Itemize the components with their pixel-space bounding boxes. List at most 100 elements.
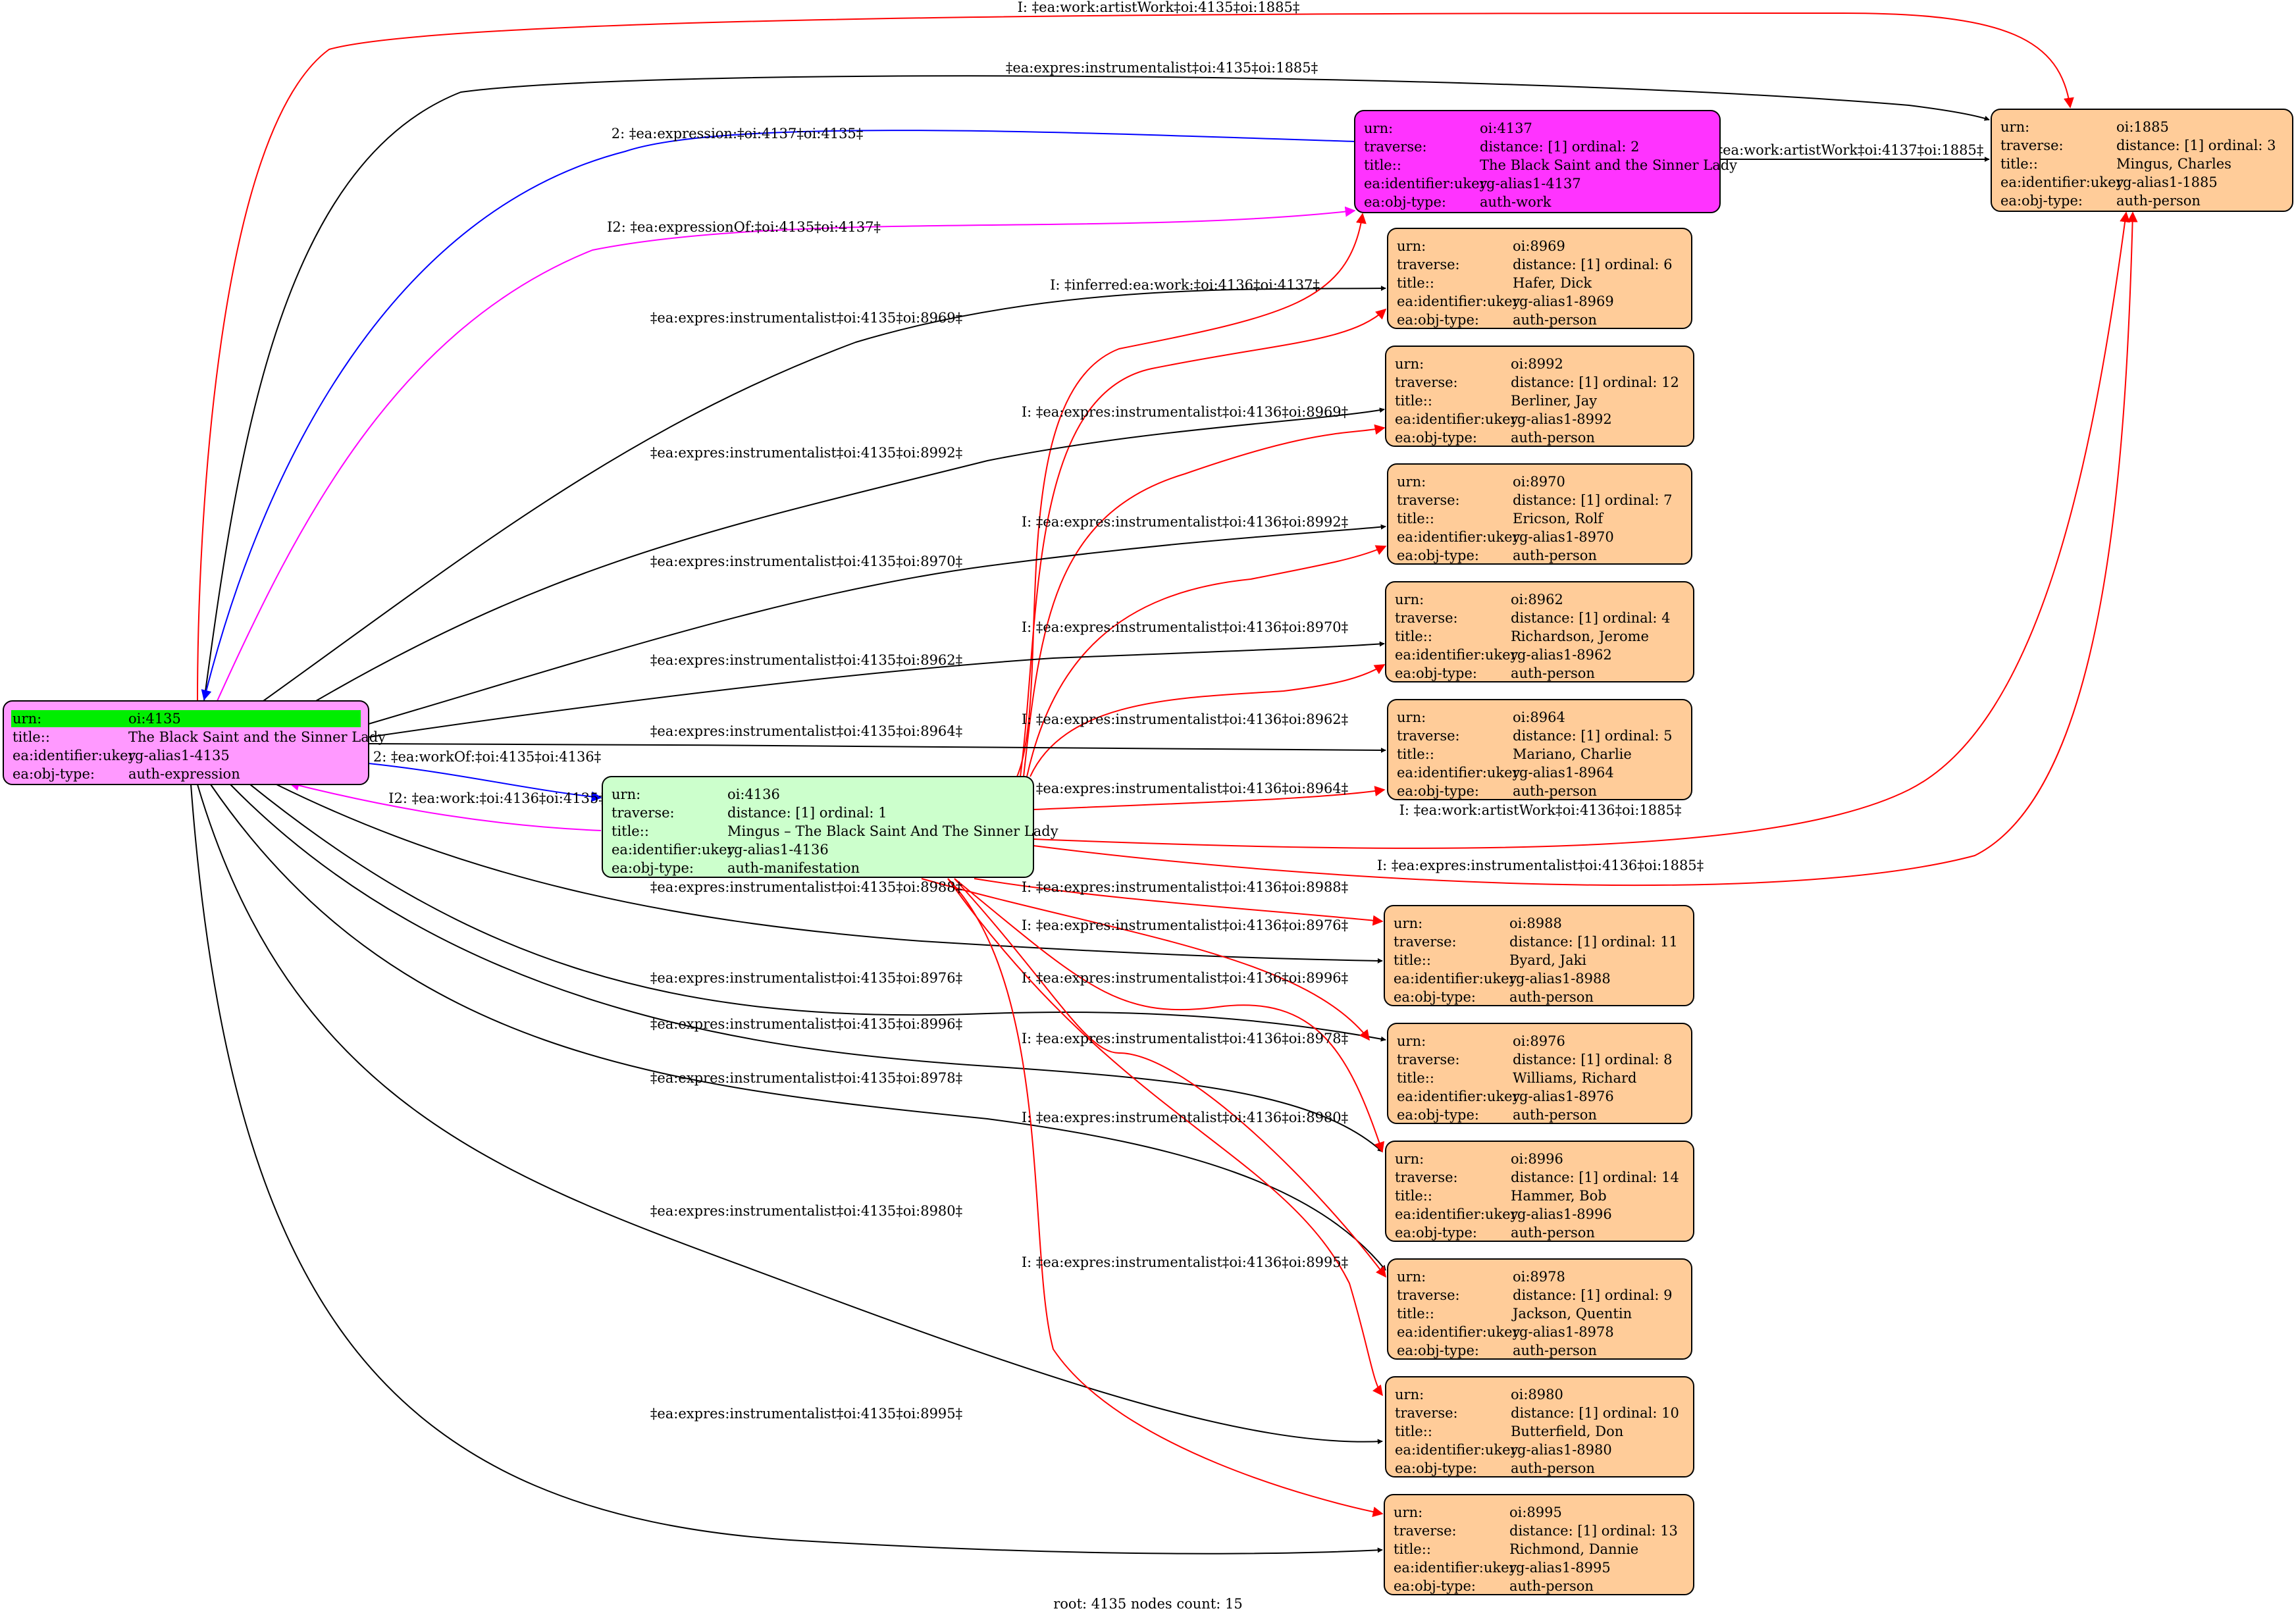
node-field-value: distance: [1] ordinal: 10 <box>1511 1405 1679 1421</box>
node-field-value: rg-alias1-8988 <box>1509 971 1611 987</box>
node-field-value: oi:8976 <box>1513 1033 1565 1049</box>
node-field-value: auth-person <box>1513 312 1597 328</box>
node-field-value: oi:8978 <box>1513 1269 1565 1285</box>
edge-label: ‡ea:expres:instrumentalist‡oi:4135‡oi:89… <box>650 1016 962 1032</box>
node-box <box>602 776 1034 878</box>
edge-n4135-n8970 <box>368 524 1386 725</box>
node-field-value: distance: [1] ordinal: 8 <box>1513 1052 1673 1067</box>
edge-n4136-n8976 <box>921 878 1370 1041</box>
node-field-key: ea:obj-type: <box>1397 1107 1479 1123</box>
edge-label: ‡ea:expres:instrumentalist‡oi:4135‡oi:89… <box>650 879 962 895</box>
edge-labels-layer: I: ‡ea:work:artistWork‡oi:4135‡oi:1885‡‡… <box>373 0 1984 1422</box>
node-field-key: traverse: <box>1394 1523 1457 1539</box>
edge-label: ‡ea:expres:instrumentalist‡oi:4135‡oi:89… <box>650 1406 962 1422</box>
node-field-key: ea:obj-type: <box>1395 1460 1477 1476</box>
node-box <box>1387 699 1692 800</box>
edge-n4135-n8976 <box>249 784 1386 1042</box>
node-field-value: oi:8995 <box>1509 1504 1562 1520</box>
edge-label: ‡ea:expres:instrumentalist‡oi:4135‡oi:89… <box>650 1203 962 1219</box>
node-field-key: ea:obj-type: <box>1397 783 1479 799</box>
node-field-key: traverse: <box>1397 728 1460 744</box>
node-field-key: traverse: <box>1397 257 1460 272</box>
node-field-value: Byard, Jaki <box>1509 952 1586 968</box>
node-field-key: urn: <box>1394 1504 1422 1520</box>
node-field-value: auth-work <box>1480 194 1552 210</box>
edge-n4136-n8988 <box>974 878 1384 926</box>
node-field-value: distance: [1] ordinal: 11 <box>1509 934 1678 950</box>
edge-label: I: ‡ea:expres:instrumentalist‡oi:4136‡oi… <box>1022 404 1348 420</box>
node-field-key: urn: <box>1395 356 1424 372</box>
node-field-value: distance: [1] ordinal: 1 <box>727 805 887 821</box>
node-field-key: ea:identifier:ukey <box>1395 411 1519 427</box>
edge-label: I: ‡ea:expres:instrumentalist‡oi:4136‡oi… <box>1022 781 1348 796</box>
edge-n4136-n8995 <box>947 878 1384 1518</box>
node-field-value: oi:4137 <box>1480 120 1532 136</box>
node-field-value: oi:4135 <box>128 711 181 727</box>
node-field-value: Ericson, Rolf <box>1513 511 1604 527</box>
node-field-value: auth-person <box>1513 548 1597 563</box>
node-field-value: oi:1885 <box>2116 119 2169 135</box>
edge-label: I: ‡ea:expres:instrumentalist‡oi:4136‡oi… <box>1022 711 1348 727</box>
node-box <box>1354 110 1721 213</box>
node-field-value: rg-alias1-4137 <box>1480 176 1581 192</box>
node-field-key: ea:obj-type: <box>612 860 694 876</box>
node-field-key: ea:identifier:ukey <box>13 748 136 763</box>
node-field-value: rg-alias1-8996 <box>1511 1206 1612 1222</box>
node-field-value: Jackson, Quentin <box>1511 1306 1632 1322</box>
node-field-value: Mingus – The Black Saint And The Sinner … <box>727 823 1058 839</box>
node-field-key: traverse: <box>1394 934 1457 950</box>
edge-label: I: ‡ea:expres:instrumentalist‡oi:4136‡oi… <box>1022 514 1348 530</box>
node-field-value: auth-manifestation <box>727 860 860 876</box>
node-box <box>1384 905 1694 1006</box>
node-box <box>1384 1494 1694 1595</box>
node-field-key: ea:identifier:ukey <box>1397 1324 1521 1340</box>
node-field-key: ea:obj-type: <box>1397 312 1479 328</box>
edge-label: I2: ‡ea:work:‡oi:4136‡oi:4135‡ <box>388 790 606 806</box>
node-box <box>1385 346 1694 447</box>
edge-n4135-n8969 <box>263 286 1386 702</box>
edge-label: I: ‡ea:expres:instrumentalist‡oi:4136‡oi… <box>1022 970 1348 986</box>
graph-footer: root: 4135 nodes count: 15 <box>1053 1596 1243 1612</box>
node-field-value: oi:8969 <box>1513 238 1565 254</box>
node-field-value: rg-alias1-1885 <box>2116 174 2218 190</box>
node-field-value: rg-alias1-4136 <box>727 842 829 858</box>
edge-n4135-n8980 <box>197 784 1383 1445</box>
node-field-key: ea:obj-type: <box>1394 1578 1476 1594</box>
node-field-key: traverse: <box>2000 138 2064 153</box>
edge-n4135-n8996 <box>230 784 1383 1152</box>
edge-n4136-n8964 <box>1033 786 1386 810</box>
edge-label: I: ‡ea:work:artistWork‡oi:4136‡oi:1885‡ <box>1399 802 1682 818</box>
edge-label: I: ‡ea:expres:instrumentalist‡oi:4136‡oi… <box>1022 1254 1348 1270</box>
node-field-key: urn: <box>1397 474 1426 490</box>
edge-label: I: ‡ea:expres:instrumentalist‡oi:4136‡oi… <box>1022 879 1348 895</box>
node-field-key: ea:obj-type: <box>1364 194 1446 210</box>
node-field-key: urn: <box>1397 709 1426 725</box>
node-field-value: rg-alias1-8978 <box>1513 1324 1614 1340</box>
edge-n4136-n8980 <box>947 878 1383 1397</box>
node-field-key: traverse: <box>1395 1169 1458 1185</box>
edge-n4136-n8969 <box>1020 308 1387 777</box>
edge-n4135-n4137 <box>217 206 1356 702</box>
node-field-key: ea:identifier:ukey <box>1397 294 1521 309</box>
edge-n4135-n8978 <box>210 784 1386 1271</box>
node-field-value: distance: [1] ordinal: 2 <box>1480 139 1640 155</box>
edge-n4136-n1885 <box>1033 211 2138 887</box>
node-field-value: Williams, Richard <box>1513 1070 1636 1086</box>
node-field-value: distance: [1] ordinal: 14 <box>1511 1169 1679 1185</box>
